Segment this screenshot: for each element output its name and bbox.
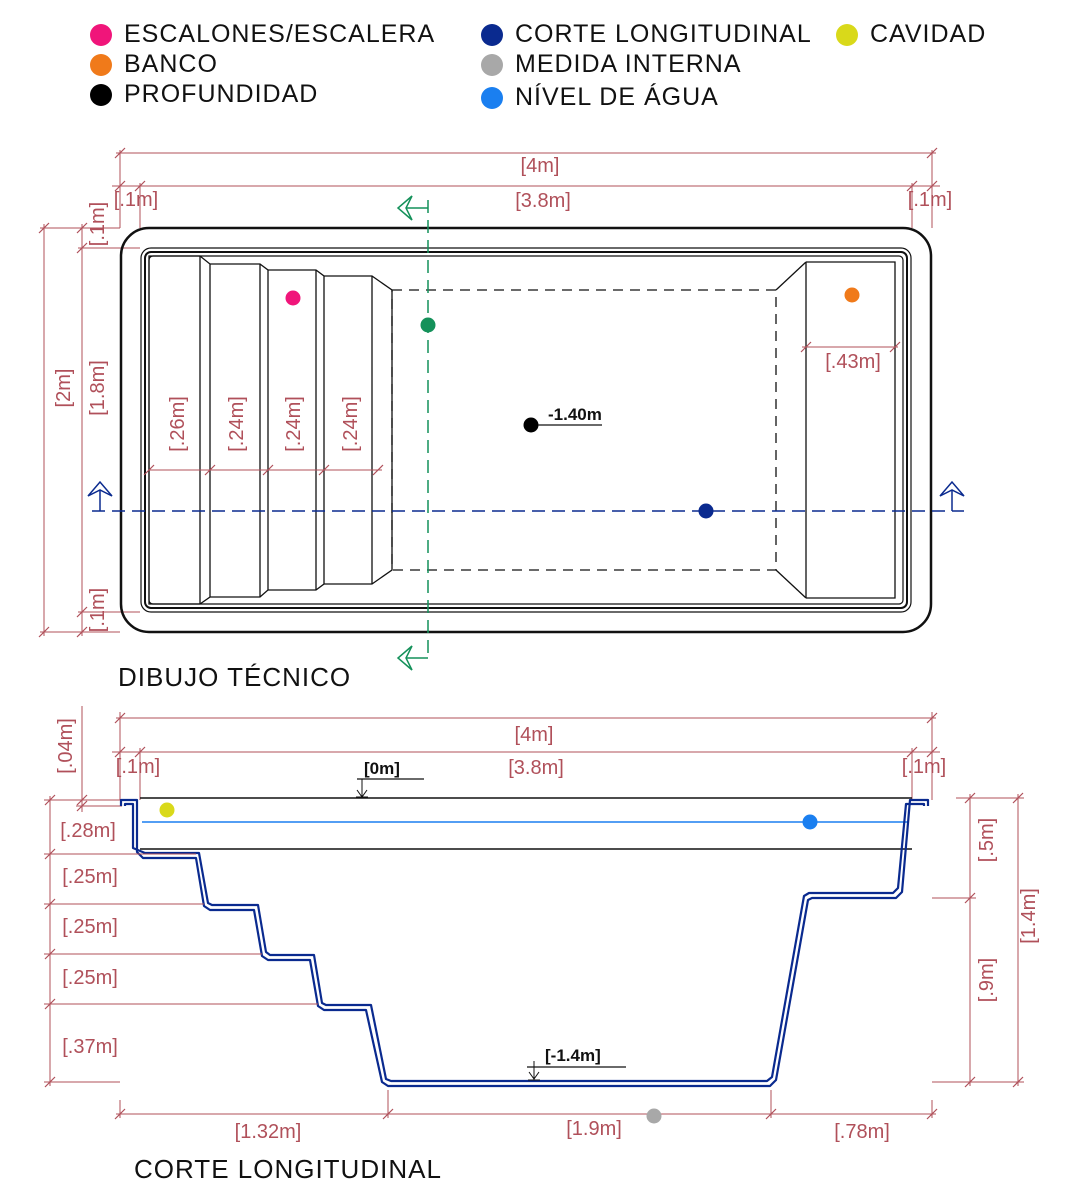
legend-label: NÍVEL DE ÁGUA [515, 83, 719, 111]
plan-step-1: [.26m] [167, 396, 189, 452]
legend-label: CAVIDAD [870, 20, 987, 48]
section-cut-marker [698, 503, 714, 519]
section-h1: [.28m] [60, 820, 116, 842]
section-rim-left: [.1m] [116, 756, 160, 778]
legend-label: PROFUNDIDAD [124, 80, 319, 108]
legend-label: MEDIDA INTERNA [515, 50, 742, 78]
legend-item-internal: MEDIDA INTERNA [481, 50, 742, 79]
gray-dot-icon [481, 53, 503, 76]
cross-cut-marker [420, 317, 436, 333]
internal-measure-marker [646, 1108, 662, 1124]
section-total-length: [4m] [515, 724, 554, 746]
plan-rim-right: [.1m] [908, 189, 952, 211]
cavity-marker [159, 802, 175, 818]
section-arrow-right-icon [939, 480, 965, 511]
section-bottom-right: [.78m] [834, 1121, 890, 1143]
plan-inner-length: [3.8m] [515, 190, 571, 212]
section-h5: [.37m] [62, 1036, 118, 1058]
yellow-dot-icon [836, 23, 858, 46]
section-h3: [.25m] [62, 916, 118, 938]
section-rim-height: [.04m] [55, 718, 77, 774]
stairs-marker [285, 290, 301, 306]
legend-item-bench: BANCO [90, 50, 218, 79]
navy-dot-icon [481, 23, 503, 46]
cross-arrow-top-icon [396, 195, 428, 221]
section-bottom-mid: [1.9m] [566, 1118, 622, 1140]
section-view: [4m] [3.8m] [.1m] [.1m] [.04m] [0m] [-1.… [44, 706, 1040, 1143]
plan-view: [4m] [3.8m] [.1m] [.1m] [2m] [1.8m] [.1m… [38, 147, 965, 671]
level-bottom-label: [-1.4m] [545, 1046, 601, 1065]
plan-step-3: [.24m] [283, 396, 305, 452]
section-right-upper: [.5m] [976, 818, 998, 862]
plan-total-length: [4m] [521, 155, 560, 177]
section-arrow-left-icon [87, 480, 113, 511]
plan-rim-bottom: [.1m] [87, 588, 109, 632]
legend-label: ESCALONES/ESCALERA [124, 20, 436, 48]
legend-label: CORTE LONGITUDINAL [515, 20, 812, 48]
blue-dot-icon [481, 86, 503, 109]
section-rim-right: [.1m] [902, 756, 946, 778]
section-bottom-left: [1.32m] [235, 1121, 302, 1143]
section-title: CORTE LONGITUDINAL [134, 1154, 442, 1184]
plan-rim-top: [.1m] [87, 202, 109, 246]
water-level-marker [802, 814, 818, 830]
plan-depth-label: -1.40m [548, 405, 602, 424]
section-inner-length: [3.8m] [508, 757, 564, 779]
legend-item-depth: PROFUNDIDAD [90, 80, 318, 109]
cross-arrow-bottom-icon [396, 645, 428, 671]
section-h4: [.25m] [62, 967, 118, 989]
legend-item-stairs: ESCALONES/ESCALERA [90, 20, 435, 49]
legend-item-cavity: CAVIDAD [836, 20, 986, 49]
section-right-lower: [.9m] [976, 958, 998, 1002]
plan-step-2: [.24m] [226, 396, 248, 452]
plan-inner-width: [1.8m] [87, 360, 109, 416]
plan-step-4: [.24m] [340, 396, 362, 452]
level-top-label: [0m] [364, 759, 400, 778]
plan-rim-left: [.1m] [114, 189, 158, 211]
section-h2: [.25m] [62, 866, 118, 888]
black-dot-icon [90, 83, 112, 106]
legend-item-section: CORTE LONGITUDINAL [481, 20, 812, 49]
legend-item-water: NÍVEL DE ÁGUA [481, 83, 719, 112]
plan-bench-width: [.43m] [825, 351, 881, 373]
section-right-total: [1.4m] [1018, 888, 1040, 944]
orange-dot-icon [90, 53, 112, 76]
legend: ESCALONES/ESCALERA BANCO PROFUNDIDAD COR… [0, 18, 1080, 118]
plan-total-width: [2m] [53, 369, 75, 408]
plan-title: DIBUJO TÉCNICO [118, 662, 352, 692]
bench-marker [844, 287, 860, 303]
pink-dot-icon [90, 23, 112, 46]
depth-marker [523, 417, 539, 433]
legend-label: BANCO [124, 50, 218, 78]
